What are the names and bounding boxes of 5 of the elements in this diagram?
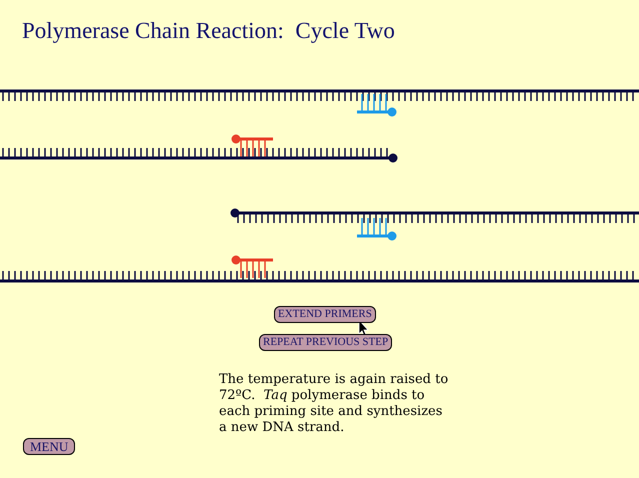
extend-primers-button: EXTEND PRIMERS xyxy=(274,306,376,323)
title: Polymerase Chain Reaction: Cycle Two xyxy=(22,18,395,44)
menu-button: MENU xyxy=(23,438,76,455)
description-paragraph: The temperature is again raised to 72ºC. Taq polymerase binds to each priming site and synthesizes a new DNA strand. xyxy=(219,372,449,436)
repeat-step-button: REPEAT PREVIOUS STEP xyxy=(259,334,392,351)
